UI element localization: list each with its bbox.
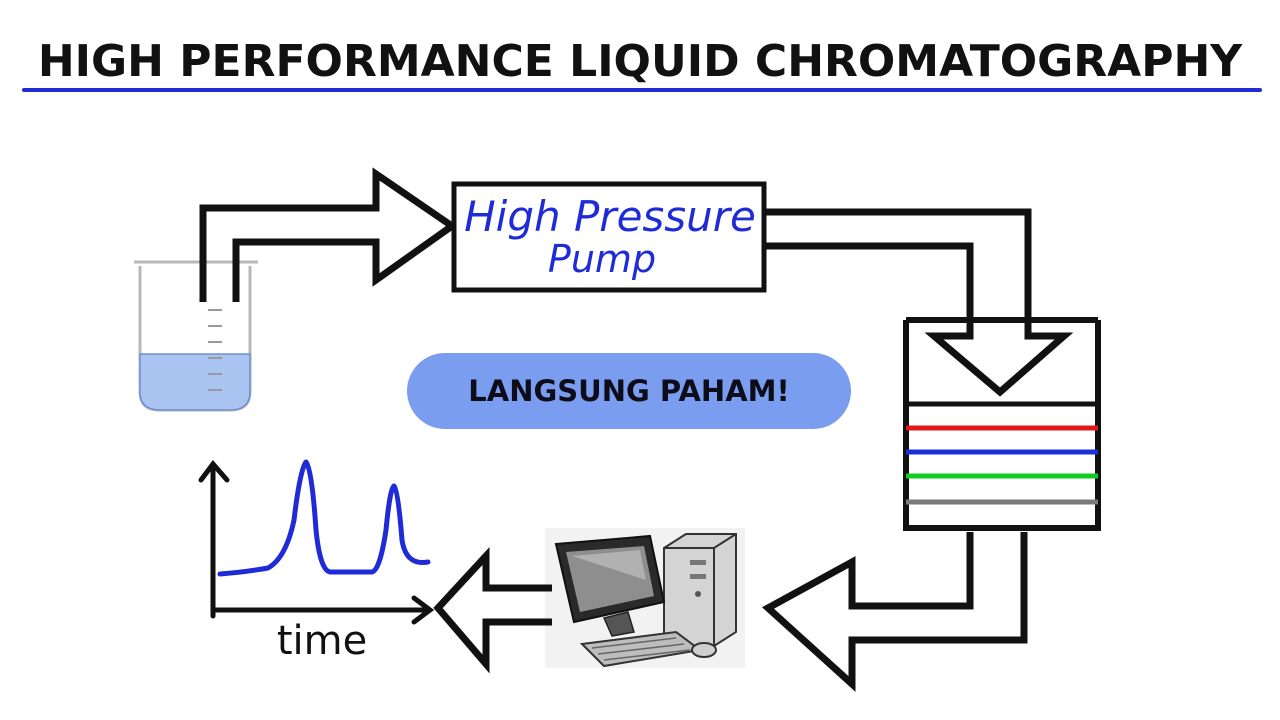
- hplc-column: [903, 317, 1101, 531]
- title-underline: [22, 88, 1262, 92]
- solvent-liquid: [139, 353, 251, 411]
- pump-label-line2: Pump: [548, 237, 656, 281]
- pipe-pump-to-column: [766, 208, 1074, 397]
- arrow-beaker-to-pump: [199, 167, 459, 302]
- pump-box: [451, 181, 767, 293]
- pump-label-line1: High Pressure: [464, 192, 756, 241]
- arrow-column-to-computer: [762, 532, 1028, 692]
- chromatogram-axes: [198, 460, 435, 625]
- computer-image: [545, 528, 745, 668]
- computer-tower: [663, 533, 737, 647]
- page-title: HIGH PERFORMANCE LIQUID CHROMATOGRAPHY: [37, 36, 1243, 87]
- arrow-computer-to-chromatogram: [433, 547, 552, 674]
- chromatogram-xlabel: time: [277, 618, 367, 664]
- chromatogram-trace: [217, 459, 431, 577]
- langsung-paham-badge[interactable]: LANGSUNG PAHAM!: [407, 353, 851, 429]
- computer-mouse: [691, 642, 717, 658]
- badge-label: LANGSUNG PAHAM!: [468, 374, 790, 408]
